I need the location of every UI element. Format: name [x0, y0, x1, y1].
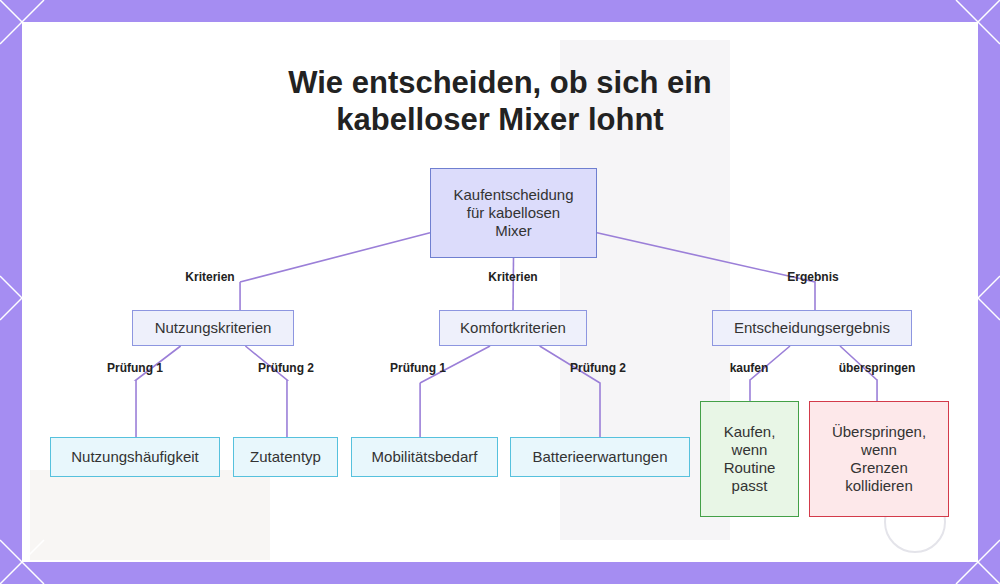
- edge-label: überspringen: [839, 361, 916, 375]
- connector: [512, 258, 514, 310]
- connector: [597, 233, 815, 310]
- edge-label: Prüfung 1: [390, 361, 446, 375]
- criteria-box: Komfortkriterien: [439, 310, 587, 346]
- check-box: Batterieerwartungen: [510, 437, 690, 477]
- edge-label: Prüfung 2: [570, 361, 626, 375]
- node-text: Mobilitätsbedarf: [372, 448, 478, 466]
- connector: [245, 346, 287, 437]
- connector: [136, 346, 181, 437]
- blurred-photo: [30, 470, 270, 560]
- check-box: Nutzungshäufigkeit: [50, 437, 220, 477]
- connector: [540, 346, 600, 437]
- edge-label: Kriterien: [185, 270, 234, 284]
- check-box: Zutatentyp: [233, 437, 338, 477]
- node-text: Entscheidungsergebnis: [734, 319, 890, 337]
- connector: [420, 346, 490, 437]
- diagram-title: Wie entscheiden, ob sich ein kabelloser …: [265, 64, 735, 138]
- node-text: Nutzungskriterien: [155, 319, 272, 337]
- edge-label: Prüfung 2: [258, 361, 314, 375]
- criteria-box: Entscheidungsergebnis: [712, 310, 912, 346]
- node-text: Nutzungshäufigkeit: [71, 448, 199, 466]
- criteria-box: Nutzungskriterien: [132, 310, 294, 346]
- check-box: Mobilitätsbedarf: [351, 437, 498, 477]
- node-text: Batterieerwartungen: [532, 448, 667, 466]
- connector: [240, 233, 430, 310]
- buy-box: Kaufen, wenn Routine passt: [700, 401, 799, 517]
- edge-label: Ergebnis: [787, 270, 838, 284]
- node-text: Komfortkriterien: [460, 319, 566, 337]
- white-panel: [22, 22, 978, 562]
- node-text: Zutatentyp: [250, 448, 321, 466]
- edge-label: Prüfung 1: [107, 361, 163, 375]
- skip-box: Überspringen, wenn Grenzen kollidieren: [809, 401, 949, 517]
- node-text: Kaufen, wenn Routine passt: [717, 423, 782, 495]
- root-box: Kaufentscheidung für kabellosen Mixer: [430, 168, 597, 258]
- node-text: Kaufentscheidung für kabellosen Mixer: [449, 186, 578, 240]
- edge-label: kaufen: [730, 361, 769, 375]
- node-text: Überspringen, wenn Grenzen kollidieren: [831, 423, 927, 495]
- edge-label: Kriterien: [488, 270, 537, 284]
